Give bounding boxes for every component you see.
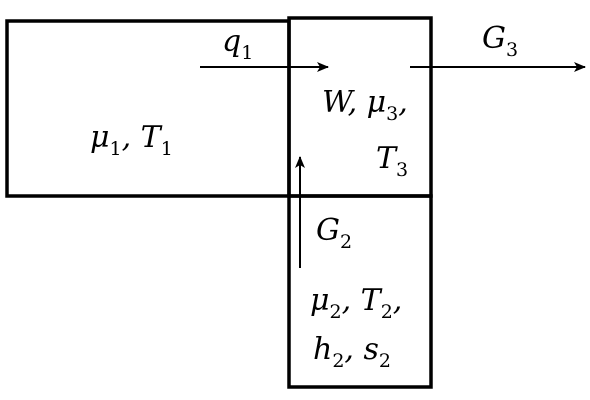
center-chamber-state-label-line2: T3 [376,141,408,181]
bottom-chamber-state-label-line2: h2, s2 [313,332,391,372]
bottom-chamber-box [287,194,433,389]
bottom-chamber-state-label-line1: μ2, T2, [310,283,402,323]
q1-label: q1 [222,24,253,64]
g3-label: G3 [482,21,518,61]
left-chamber-state-label: μ1, T1 [90,120,173,160]
center-chamber-state-label-line1: W, μ3, [322,85,408,125]
g2-label: G2 [316,213,352,253]
